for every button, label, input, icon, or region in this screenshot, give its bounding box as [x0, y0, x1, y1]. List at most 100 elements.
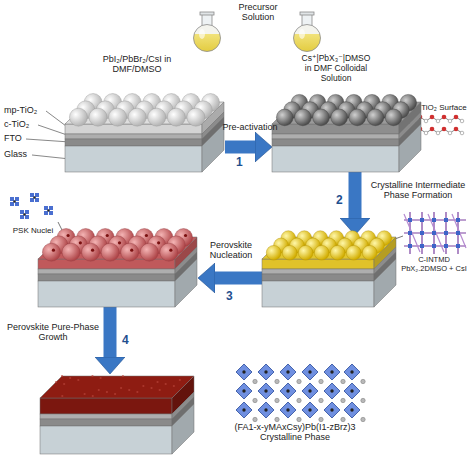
intermediate-lattice [404, 212, 466, 254]
layer-side [175, 259, 197, 307]
nucleus-cluster [20, 210, 29, 219]
intermediate-film: C-INTMD PbX₂.2DMSO + CsI [262, 235, 397, 307]
substrate-outline [262, 235, 397, 307]
layer-front [65, 139, 202, 146]
crystal-grain [120, 387, 122, 389]
mesoporous-particle [276, 109, 293, 126]
flask-lip [300, 12, 314, 15]
layer-front [65, 146, 202, 172]
substrate-stack: mp-TiO₂c-TiO₂FTOGlass [65, 100, 225, 172]
mesoporous-particle [266, 245, 281, 260]
perovskite-nucleus [130, 249, 133, 252]
node-label: Cs⁺|PbX₃⁻|DMSO in DMF Colloidal Solution [298, 54, 374, 83]
layer-front [38, 274, 175, 281]
perovskite-nucleus [106, 234, 109, 237]
mesoporous-particle [349, 109, 366, 126]
node-label: TiO₂ Surface [418, 103, 470, 112]
activated-substrate: TiO₂ Surface [272, 100, 422, 172]
leader-line [26, 139, 70, 142]
glass-highlight [299, 29, 305, 39]
crystal-grain [61, 395, 63, 397]
nucleus-cluster [10, 197, 19, 206]
step-label: Perovskite Pure-Phase Growth [4, 322, 102, 343]
layer-front [262, 274, 374, 281]
crystal-grain [100, 377, 102, 379]
mesoporous-particle [330, 245, 345, 260]
perovskite-nucleus [91, 249, 94, 252]
mesoporous-particle [160, 243, 178, 261]
layer-front [272, 139, 399, 146]
node-label: Precursor Solution [226, 2, 290, 23]
layer-front [40, 398, 172, 414]
lead-row [408, 244, 460, 248]
octahedron-row [236, 364, 365, 384]
process-arrow [215, 272, 262, 285]
perovskite-nucleus [79, 241, 82, 244]
node-label: PSK Nuclei [4, 226, 62, 235]
layer-front [65, 134, 202, 139]
glass-highlight [199, 29, 205, 39]
flask-outline [290, 12, 324, 52]
layer-front [40, 414, 172, 419]
flask-body [194, 25, 221, 52]
crystal-grain [150, 387, 152, 389]
mesoporous-particle [62, 243, 80, 261]
flask-body [294, 25, 321, 52]
layer-top [40, 376, 194, 398]
layer-front [38, 281, 175, 307]
node-label: FTO [4, 133, 54, 143]
mesoporous-particle [128, 108, 146, 126]
perovskite-nucleus [118, 241, 121, 244]
mesoporous-particle [314, 245, 329, 260]
crystal-grain [173, 385, 175, 387]
step-label: Pre-activation [214, 122, 286, 132]
crystal-grain [128, 389, 130, 391]
layer-front [38, 269, 175, 274]
perovskite-nucleus [52, 249, 55, 252]
layer-front [272, 146, 399, 172]
crystal-grain [165, 383, 167, 385]
layer-front [262, 269, 374, 274]
crystal-grain [142, 385, 144, 387]
layer-side [172, 404, 194, 454]
mesoporous-particle [298, 245, 313, 260]
mesoporous-particle [385, 109, 402, 126]
perovskite-nucleus [67, 234, 70, 237]
perovskite-nucleus [145, 234, 148, 237]
layer-side [202, 124, 224, 172]
crystal-grain [122, 375, 124, 377]
mesoporous-particle [101, 243, 119, 261]
process-arrow [225, 141, 255, 154]
crystal-grain [156, 381, 158, 383]
crystal-grain [114, 393, 116, 395]
mesoporous-particle [282, 245, 297, 260]
flask-outline [190, 12, 224, 52]
mesoporous-particle [167, 108, 185, 126]
crystal-grain [63, 383, 65, 385]
perovskite-nucleus [184, 234, 187, 237]
node-label: (FA1-x-yMAxCsy)Pb(I1-zBrz)3 Crystalline … [215, 422, 375, 443]
mesoporous-particle [331, 109, 348, 126]
crystal-grain [91, 375, 93, 377]
mesoporous-particle [69, 108, 87, 126]
step-number: 3 [226, 290, 233, 304]
octahedron-row [236, 402, 365, 422]
substrate-outline [272, 100, 422, 172]
mesoporous-particle [89, 108, 107, 126]
crystal-grain [179, 379, 181, 381]
mesoporous-particle [295, 109, 312, 126]
node-label: C-INTMD PbX₂.2DMSO + CsI [398, 256, 470, 273]
node-label: Glass [4, 149, 54, 159]
process-arrow [349, 172, 362, 218]
layer-front [262, 259, 374, 269]
substrate-outline [40, 374, 195, 454]
step-label: Crystalline Intermediate Phase Formation [370, 180, 466, 201]
mesoporous-particle [140, 243, 158, 261]
mesoporous-particle [148, 108, 166, 126]
crystal-grain [84, 393, 86, 395]
crystal-grain [77, 379, 79, 381]
crystal-grain [92, 395, 94, 397]
layer-side [374, 259, 396, 307]
mesoporous-particle [82, 243, 100, 261]
